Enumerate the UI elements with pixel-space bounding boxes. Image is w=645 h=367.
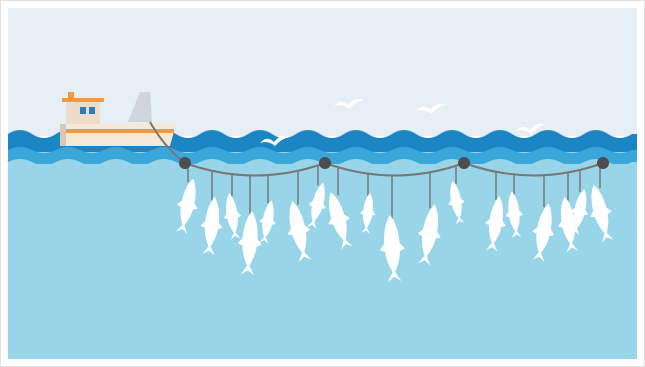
sky	[8, 8, 637, 136]
float-icon	[458, 157, 470, 169]
float-icon	[179, 157, 191, 169]
float-icon	[597, 157, 609, 169]
float-icon	[319, 157, 331, 169]
boat-chimney	[68, 92, 74, 100]
boat-window	[89, 107, 95, 114]
boat-hull-shadow	[60, 124, 66, 146]
boat-window	[80, 107, 86, 114]
